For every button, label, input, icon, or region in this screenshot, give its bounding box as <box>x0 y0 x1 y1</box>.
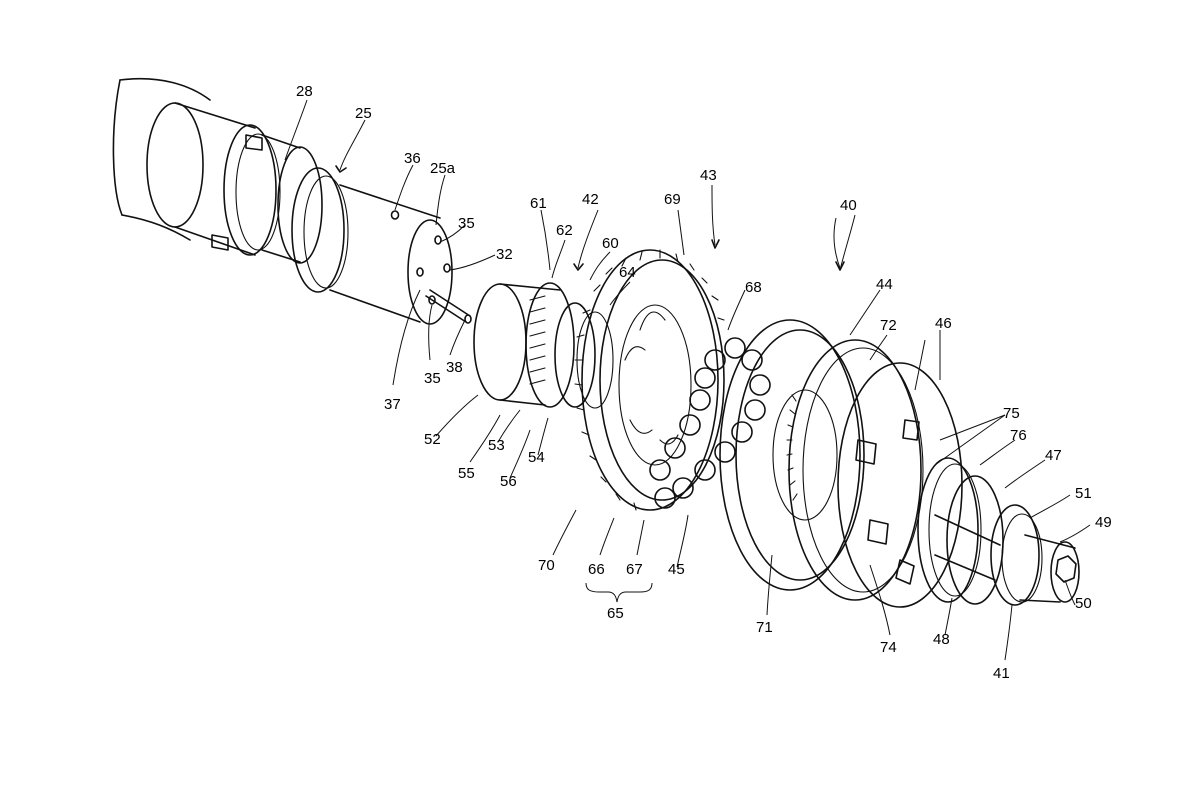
label-42: 42 <box>582 191 599 208</box>
label-41: 41 <box>993 665 1010 682</box>
label-75: 75 <box>1003 405 1020 422</box>
label-38: 38 <box>446 359 463 376</box>
label-32: 32 <box>496 246 513 263</box>
label-76: 76 <box>1010 427 1027 444</box>
reference-numerals: 28 25 36 25a 35 32 37 35 38 61 42 62 60 … <box>296 83 1112 682</box>
label-65: 65 <box>607 605 624 622</box>
label-67: 67 <box>626 561 643 578</box>
label-44: 44 <box>876 276 893 293</box>
label-46: 46 <box>935 315 952 332</box>
sprocket-gear-illustration <box>574 249 725 511</box>
spring-washer-illustration <box>837 362 963 608</box>
label-55: 55 <box>458 465 475 482</box>
label-64: 64 <box>619 264 636 281</box>
label-48: 48 <box>933 631 950 648</box>
label-60: 60 <box>602 235 619 252</box>
label-47: 47 <box>1045 447 1062 464</box>
label-40: 40 <box>840 197 857 214</box>
label-71: 71 <box>756 619 773 636</box>
label-66: 66 <box>588 561 605 578</box>
spline-teeth <box>529 295 546 385</box>
ball-bearing-illustration <box>649 337 771 509</box>
label-53: 53 <box>488 437 505 454</box>
label-37: 37 <box>384 396 401 413</box>
label-50: 50 <box>1075 595 1092 612</box>
label-49: 49 <box>1095 514 1112 531</box>
hex-socket-bolt-illustration <box>934 504 1080 606</box>
hub-sleeve-illustration <box>473 282 614 409</box>
label-68: 68 <box>745 279 762 296</box>
label-54: 54 <box>528 449 545 466</box>
label-61: 61 <box>530 195 547 212</box>
snap-ring-illustration <box>917 457 1004 605</box>
label-35-top: 35 <box>458 215 475 232</box>
label-28: 28 <box>296 83 313 100</box>
assembly-arrows <box>335 165 845 271</box>
pressure-plate-illustration <box>788 339 924 601</box>
label-43: 43 <box>700 167 717 184</box>
label-74: 74 <box>880 639 897 656</box>
label-25: 25 <box>355 105 372 122</box>
label-45: 45 <box>668 561 685 578</box>
label-70: 70 <box>538 557 555 574</box>
label-35-bottom: 35 <box>424 370 441 387</box>
leader-lines <box>284 99 1091 661</box>
label-25a: 25a <box>430 160 456 177</box>
label-72: 72 <box>880 317 897 334</box>
label-36: 36 <box>404 150 421 167</box>
label-52: 52 <box>424 431 441 448</box>
label-62: 62 <box>556 222 573 239</box>
label-51: 51 <box>1075 485 1092 502</box>
clutch-disc-illustration <box>719 319 865 591</box>
camshaft-illustration <box>112 77 472 325</box>
label-69: 69 <box>664 191 681 208</box>
label-56: 56 <box>500 473 517 490</box>
